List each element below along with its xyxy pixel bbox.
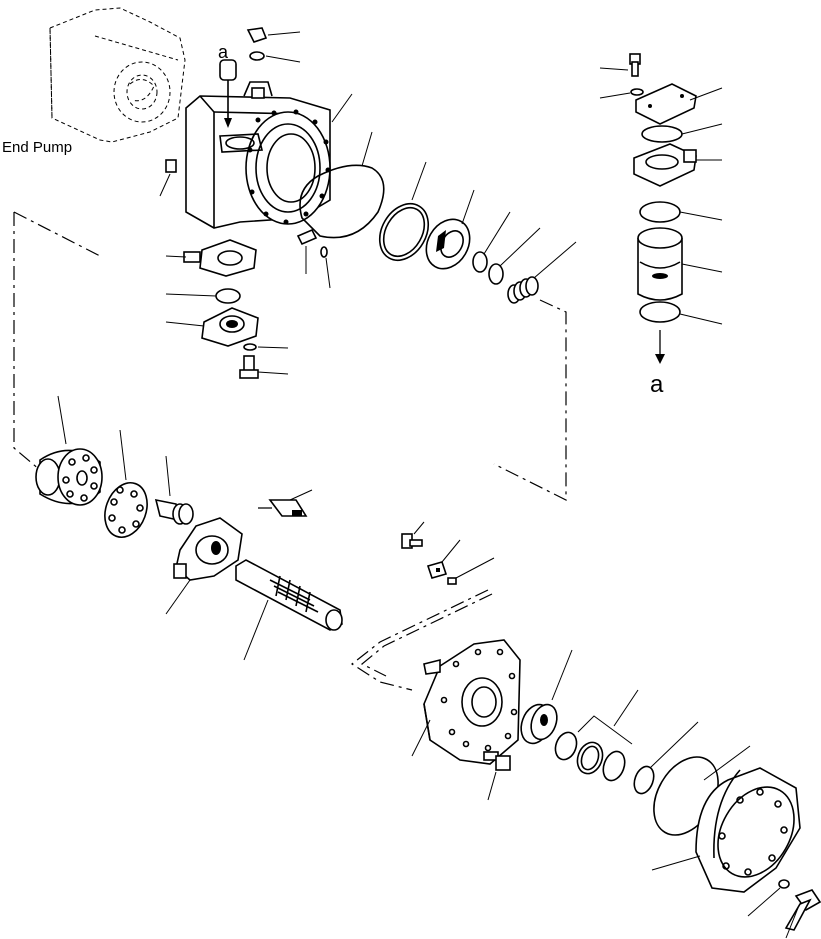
cylinder-block	[35, 448, 103, 506]
rear-cover	[695, 767, 801, 893]
servo-washer	[630, 88, 644, 96]
servo-o-ring	[641, 125, 683, 143]
center-line-left	[13, 211, 101, 257]
retainer-plate	[104, 482, 148, 538]
washer-1	[243, 343, 257, 351]
snap-ring-2	[488, 263, 504, 285]
end-plate	[423, 639, 521, 765]
ring-b	[576, 741, 604, 775]
end-pump-ghost-outline	[49, 7, 186, 143]
snap-ring-1	[472, 251, 488, 273]
side-screw	[165, 159, 177, 173]
ring-a	[554, 731, 578, 761]
washer-2	[778, 879, 790, 889]
center-spring-guide	[154, 498, 194, 525]
housing-bolt-holes	[247, 109, 331, 225]
top-nut	[246, 27, 268, 61]
valve-plate	[425, 218, 471, 270]
bearing	[520, 703, 558, 745]
ring-c	[602, 750, 626, 782]
large-gasket	[299, 164, 385, 239]
drive-shaft	[235, 559, 343, 631]
key-block	[426, 561, 448, 579]
o-ring-1	[378, 202, 430, 262]
servo-body	[633, 143, 697, 187]
ring-d	[633, 765, 655, 795]
cover-flange-2	[201, 307, 259, 347]
end-pump-label: End Pump	[2, 139, 72, 156]
servo-piston	[637, 227, 683, 301]
shoe-plate	[268, 499, 308, 517]
bolt-3	[483, 751, 511, 771]
servo-plug-1	[639, 201, 681, 223]
center-line-right	[493, 299, 567, 501]
small-pin	[447, 577, 457, 585]
arrow-to-a	[655, 330, 665, 364]
shaft-line	[350, 589, 489, 691]
servo-bolt	[629, 53, 641, 77]
swash-plate	[173, 517, 243, 581]
o-ring-2	[215, 288, 241, 304]
servo-cover	[635, 83, 697, 125]
ref-label-top: a	[218, 42, 229, 62]
ref-label-bottom: a	[650, 371, 664, 398]
pump-housing	[185, 81, 331, 229]
dowel-pin	[296, 228, 328, 258]
spring	[507, 276, 539, 304]
bolt-1	[239, 355, 259, 379]
cover-flange-1	[183, 239, 257, 277]
plug-a	[219, 59, 237, 128]
servo-plug-2	[639, 301, 681, 323]
bolt-2	[401, 533, 423, 549]
